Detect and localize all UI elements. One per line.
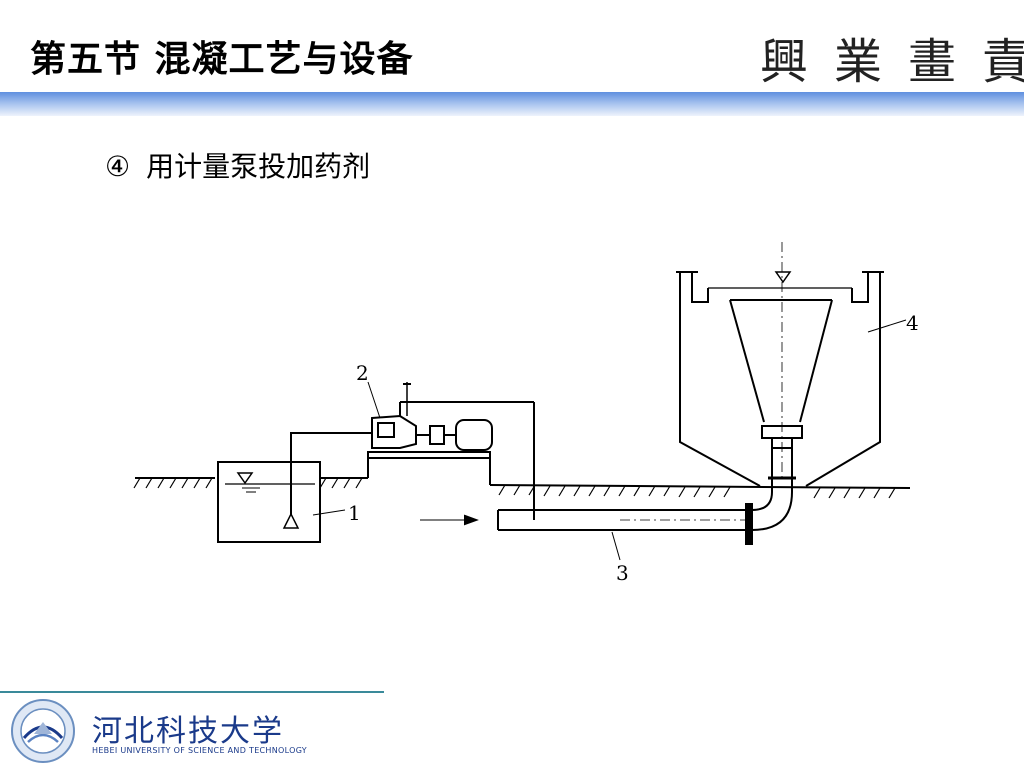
metering-pump <box>371 382 535 520</box>
subtitle-text: 用计量泵投加药剂 <box>146 150 371 183</box>
dosing-pump-diagram: 1 2 3 4 <box>133 242 919 585</box>
label-1: 1 <box>348 501 361 525</box>
university-name: 河北科技大学 <box>92 714 284 749</box>
calligraphy-motto: 興業畫責 <box>760 34 1024 90</box>
label-2: 2 <box>356 361 369 385</box>
main-pipe <box>420 476 796 545</box>
solution-tank <box>217 432 372 543</box>
leader-line-1 <box>312 509 346 516</box>
label-4: 4 <box>906 311 919 335</box>
ground-line <box>133 477 911 499</box>
subtitle: ④ 用计量泵投加药剂 <box>105 145 370 185</box>
label-3: 3 <box>616 561 629 585</box>
leader-line-2 <box>367 381 381 419</box>
slide-title: 第五节 混凝工艺与设备 <box>30 39 414 80</box>
leader-line-3 <box>611 531 621 561</box>
header-band <box>0 92 1024 116</box>
footer-divider <box>0 691 384 693</box>
subtitle-number: ④ <box>105 150 131 183</box>
mixing-tank <box>676 242 907 487</box>
pump-base <box>367 451 491 485</box>
university-seal-icon <box>11 699 75 763</box>
university-name-en: HEBEI UNIVERSITY OF SCIENCE AND TECHNOLO… <box>92 746 307 755</box>
